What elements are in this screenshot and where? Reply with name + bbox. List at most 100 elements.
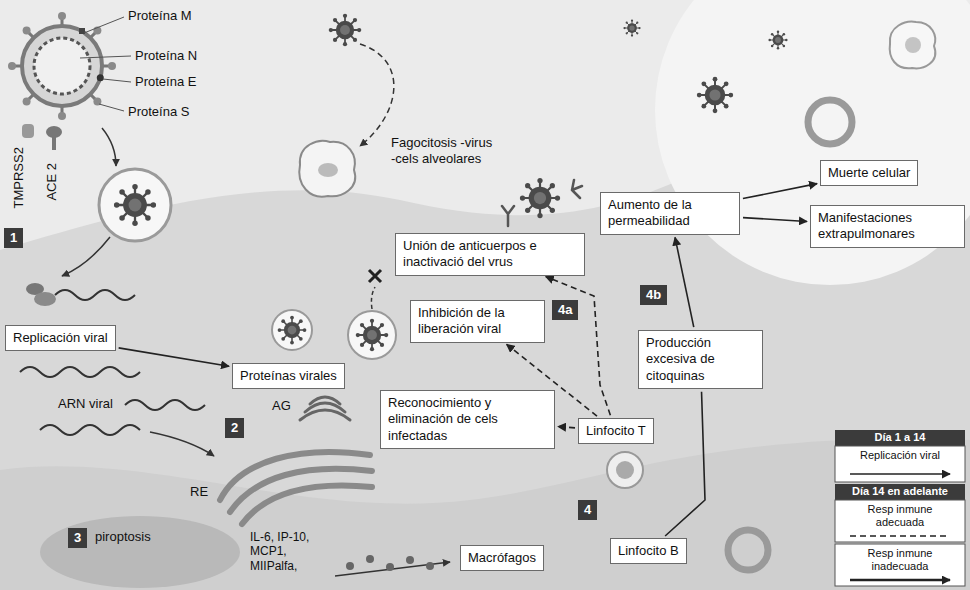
organelle-label: RE [190,484,208,500]
process-box: Aumento de la permeabilidad [600,192,740,235]
node-text: Reconocimiento y eliminación de cels inf… [388,395,547,444]
part-label: Proteína E [135,74,196,90]
process-box: Proteínas virales [232,363,345,389]
legend-panel [835,430,965,446]
b-lymphocyte [728,530,768,570]
node-text: Proteínas virales [240,368,337,384]
cytokine-dots [406,556,414,564]
connector [119,348,229,366]
node-text: Manifestaciones extrapulmonares [818,210,957,243]
viral-rna [20,367,140,377]
node-text: Unión de anticuerpos e inactivació del v… [403,238,577,271]
immune-cell [890,22,936,69]
connector [665,392,705,536]
process-box: Reconocimiento y eliminación de cels inf… [380,390,555,449]
cytokine-dots [426,562,434,570]
vesicle [356,319,389,352]
node-text: Aumento de la permeabilidad [608,197,732,230]
phagocytosis-arrow [360,44,394,146]
connector [675,237,694,327]
t-lymphocyte [607,452,643,488]
blocked-release [371,287,375,309]
node-text: 2 [231,420,238,436]
virus-structure [23,27,31,35]
process-box: Producción excesiva de citoquinas [638,330,763,389]
virus-structure [14,18,110,114]
legend-heading: Día 1 a 14 [835,431,965,444]
viral-rna [55,290,135,300]
t-lymphocyte [616,461,634,479]
callout-number: 3 [68,528,87,548]
endoplasmic-reticulum [220,452,372,524]
cell-interior [0,439,970,590]
immune-cell [890,22,936,69]
endosome [99,169,171,241]
legend-text: Resp inmune inadecuada [835,547,965,573]
process-box: Replicación viral [5,325,116,351]
legend-sample [850,473,950,475]
node-text: Inhibición de la liberación viral [418,305,537,338]
node-text: Producción excesiva de citoquinas [646,335,755,384]
legend-panel [835,544,965,586]
node-text: Linfocito T [586,423,646,439]
receptor-label: TMPRSS2 [10,147,26,208]
legend-panel [835,484,965,500]
receptor [46,126,62,138]
node-text: Fagocitosis -virus -cels alveolares [391,135,495,168]
legend-panel [835,500,965,542]
phagocyte [299,141,355,197]
antibody-virus [502,180,582,226]
endosome [99,169,171,241]
viral-rna [40,425,140,435]
golgi-apparatus [300,397,350,420]
virus [329,14,362,47]
node-text: 3 [74,530,81,546]
legend-heading: Día 14 en adelante [835,485,965,498]
phagocyte [318,163,338,177]
legend-panel [835,446,965,482]
virus-structure [22,26,102,106]
process-box: Unión de anticuerpos e inactivació del v… [395,233,585,276]
node-text: Replicación viral [13,330,108,346]
part-label: Proteína M [128,8,192,24]
cytokine-list: IL-6, IP-10, MCP1, MIIPalfa, [250,530,332,573]
legend-sample [850,535,950,537]
vesicle [278,316,307,345]
antibody-virus [502,178,582,226]
cell-box: Macrófagos [460,545,544,571]
virus-structure [97,74,104,81]
part-label: Proteína S [128,104,189,120]
virus-structure [108,62,116,70]
receptor-label: ACE 2 [44,163,60,201]
t-lymphocyte [607,452,643,488]
ribosome [26,283,56,306]
callout-number: 4b [640,285,667,305]
endoplasmic-reticulum [242,485,372,524]
virus [768,30,787,49]
release-arrow [62,237,110,276]
process-box: Manifestaciones extrapulmonares [810,205,965,248]
connector [546,277,611,416]
virus-structure [23,97,31,105]
callout-number: 2 [225,418,244,438]
legend-text: Resp inmune adecuada [835,503,965,529]
cytokine-dots [346,562,354,570]
vesicle [272,310,312,350]
process-label: Fagocitosis -virus -cels alveolares [388,133,498,170]
golgi-apparatus [310,397,340,404]
legend-panel [835,430,965,586]
ribosome [34,292,56,306]
connector [743,184,817,199]
node-text: Linfocito B [618,543,679,559]
callout-number: 1 [4,228,23,248]
part-label: Proteína N [135,48,197,64]
callout-number: 4a [552,300,578,320]
connector [558,427,575,428]
phagocyte [299,141,355,197]
virus [623,19,640,36]
cell-box: Linfocito B [610,538,687,564]
virus-structure [58,12,66,20]
connector [743,218,807,222]
